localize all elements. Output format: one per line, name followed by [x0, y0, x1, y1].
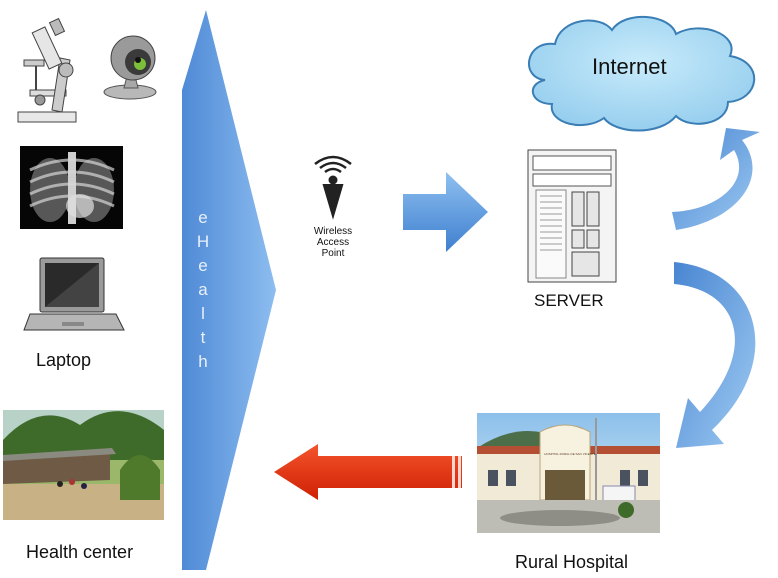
ehealth-letter: h	[198, 352, 208, 371]
microscope-icon	[17, 17, 77, 123]
arrow-server-to-internet	[672, 128, 760, 230]
ehealth-letter: H	[196, 232, 210, 251]
ehealth-letter: t	[200, 328, 206, 347]
arrow-hospital-to-health-center	[274, 444, 462, 500]
wireless-access-point-icon	[314, 155, 352, 220]
health-center-photo	[3, 410, 164, 520]
wireless-access-point-label: Wireless Access Point	[303, 226, 363, 259]
laptop-icon	[23, 257, 125, 331]
hospital-sign: HOSPITAL RURAL DE SAO VICENTE	[544, 452, 596, 456]
rural-hospital-photo	[477, 413, 660, 533]
arrow-to-server	[403, 172, 488, 252]
ehealth-letter: e	[198, 208, 208, 227]
xray-image	[20, 146, 123, 229]
health-center-label: Health center	[26, 542, 134, 562]
internet-label: Internet	[592, 54, 667, 79]
wireless-label-line: Access	[316, 237, 350, 248]
internet-cloud	[528, 16, 756, 132]
ehealth-letter: e	[198, 256, 208, 275]
laptop-label: Laptop	[36, 350, 92, 370]
webcam-icon	[103, 35, 157, 100]
ehealth-letter: l	[201, 304, 205, 323]
rural-hospital-label: Rural Hospital	[515, 552, 629, 572]
ehealth-band	[182, 10, 276, 570]
wireless-label-line: Point	[321, 248, 345, 259]
arrow-server-to-hospital	[674, 262, 756, 448]
server-icon	[527, 149, 617, 283]
server-label: SERVER	[534, 291, 604, 310]
wireless-label-line: Wireless	[313, 226, 353, 237]
ehealth-letter: a	[198, 280, 208, 299]
